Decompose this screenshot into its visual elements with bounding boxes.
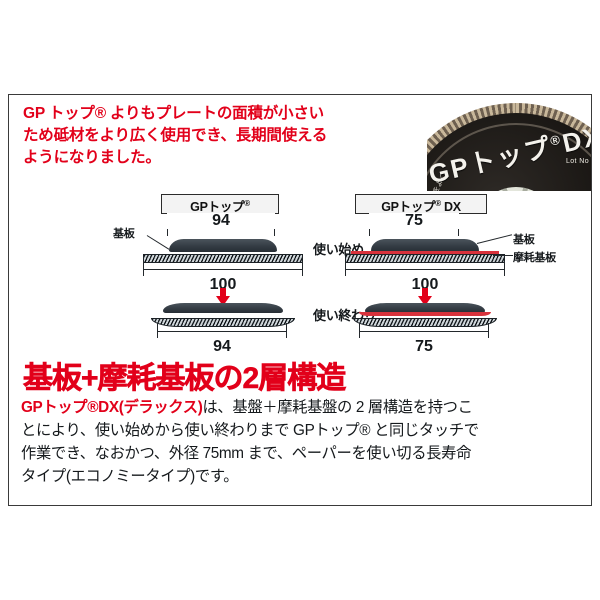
dim-tick-left: [359, 323, 360, 338]
cs-base-plate: [169, 239, 277, 252]
dim-end-dx: 75: [359, 323, 489, 355]
intro-line-3: ようになりました。: [23, 149, 161, 166]
product-photo: GPトップ®DX 取扱説明書をよく Lot No: [427, 95, 592, 191]
dim-value-75-end: 75: [359, 339, 489, 355]
dim-bar: [143, 269, 303, 270]
wear-direction-arrow-left: [216, 288, 230, 306]
arrow-head: [418, 296, 432, 306]
dim-tick-left: [345, 261, 346, 276]
registered-mark-icon: ®: [435, 199, 441, 208]
dim-bar: [345, 269, 505, 270]
cs-abrasive-layer: [143, 254, 303, 263]
content-panel: GP トップ® よりもプレートの面積が小さい ため砥材をより広く使用でき、長期間…: [8, 94, 592, 506]
cross-section-gp-top-end: [143, 303, 303, 329]
disc-brand-suffix: DX: [559, 120, 592, 159]
dim-top-dx: 75: [369, 213, 459, 236]
intro-line-1: GP トップ® よりもプレートの面積が小さい: [23, 105, 324, 122]
dim-tick-right: [504, 261, 505, 276]
callout-base-plate-left: 基板: [113, 228, 135, 240]
dim-tick-right: [488, 323, 489, 338]
diagram-title-gp-top: GPトップ®: [161, 194, 279, 214]
section-headline: 基板+摩耗基板の2層構造: [23, 362, 347, 396]
arrow-shaft: [220, 288, 226, 297]
body-line-3: 作業でき、なおかつ、外径 75mm まで、ペーパーを使い切る長寿命: [21, 444, 472, 462]
cs-base-plate-worn: [365, 303, 485, 313]
dim-tick-right: [302, 261, 303, 276]
disc-hub-holes: [475, 187, 557, 191]
diagram-column-gp-top: GPトップ® 94 基板 使い始め: [113, 191, 377, 355]
dim-bar: [359, 331, 489, 332]
dim-value-94-end: 94: [157, 339, 287, 355]
body-line-4: タイプ(エコノミータイプ)です。: [21, 467, 239, 485]
dim-top-gp-top: 94: [167, 213, 275, 236]
cross-section-dx-start: [345, 239, 505, 265]
dim-tick-left: [157, 323, 158, 338]
dim-bottom-gp-top: 100: [143, 261, 303, 293]
diagram-column-gp-top-dx: GPトップ® DX 75 基板 摩耗基板: [327, 191, 557, 355]
comparison-diagram: GPトップ® 94 基板 使い始め: [9, 191, 591, 355]
dim-value-100-dx: 100: [345, 277, 505, 293]
diagram-title-gp-top-text: GPトップ: [190, 200, 245, 215]
arrow-shaft: [422, 288, 428, 297]
cs-abrasive-layer: [345, 254, 505, 263]
disc-lot-tag: Lot No: [565, 158, 589, 165]
body-line-2: とにより、使い始めから使い終わりまで GPトップ® と同じタッチで: [21, 421, 479, 439]
dim-tick-right: [286, 323, 287, 338]
intro-text: GP トップ® よりもプレートの面積が小さい ため砥材をより広く使用でき、長期間…: [23, 103, 423, 169]
dim-tick-left: [143, 261, 144, 276]
registered-mark-icon: ®: [244, 199, 250, 208]
callout-leader-line-wear: [493, 255, 513, 256]
dim-value-75-top: 75: [369, 213, 459, 229]
dim-bar: [157, 331, 287, 332]
body-paragraph: GPトップ®DX(デラックス)は、基盤＋摩耗基盤の 2 層構造を持つこ とにより…: [21, 397, 583, 489]
body-line-1-highlight: GPトップ®DX(デラックス): [21, 399, 203, 416]
callout-base-plate-dx: 基板: [513, 234, 535, 246]
wear-direction-arrow-right: [418, 288, 432, 306]
disc-ring: [427, 123, 591, 191]
cs-wear-plate: [351, 251, 499, 255]
cs-wear-plate-worn: [359, 312, 491, 316]
cs-abrasive-layer-worn: [151, 318, 295, 327]
cs-base-plate-worn: [163, 303, 283, 313]
dim-value-94-top: 94: [167, 213, 275, 229]
cross-section-dx-end: [345, 303, 505, 329]
intro-line-2: ため砥材をより広く使用でき、長期間使える: [23, 127, 328, 144]
diagram-title-dx-text: GPトップ: [381, 200, 436, 215]
diagram-title-dx-suffix: DX: [444, 200, 461, 215]
body-line-1: GPトップ®DX(デラックス)は、基盤＋摩耗基盤の 2 層構造を持つこ: [21, 397, 583, 420]
cs-base-plate: [371, 239, 479, 252]
dim-bottom-dx: 100: [345, 261, 505, 293]
cs-abrasive-layer-worn: [353, 318, 497, 327]
dim-value-100: 100: [143, 277, 303, 293]
diagram-title-gp-top-dx: GPトップ® DX: [355, 194, 487, 214]
sanding-disc-image: GPトップ®DX 取扱説明書をよく: [427, 103, 592, 191]
cross-section-gp-top-start: [143, 239, 303, 265]
callout-wear-plate-dx: 摩耗基板: [513, 252, 556, 264]
body-line-1-rest: は、基盤＋摩耗基盤の 2 層構造を持つこ: [202, 399, 473, 416]
dim-end-gp-top: 94: [157, 323, 287, 355]
arrow-head: [216, 296, 230, 306]
